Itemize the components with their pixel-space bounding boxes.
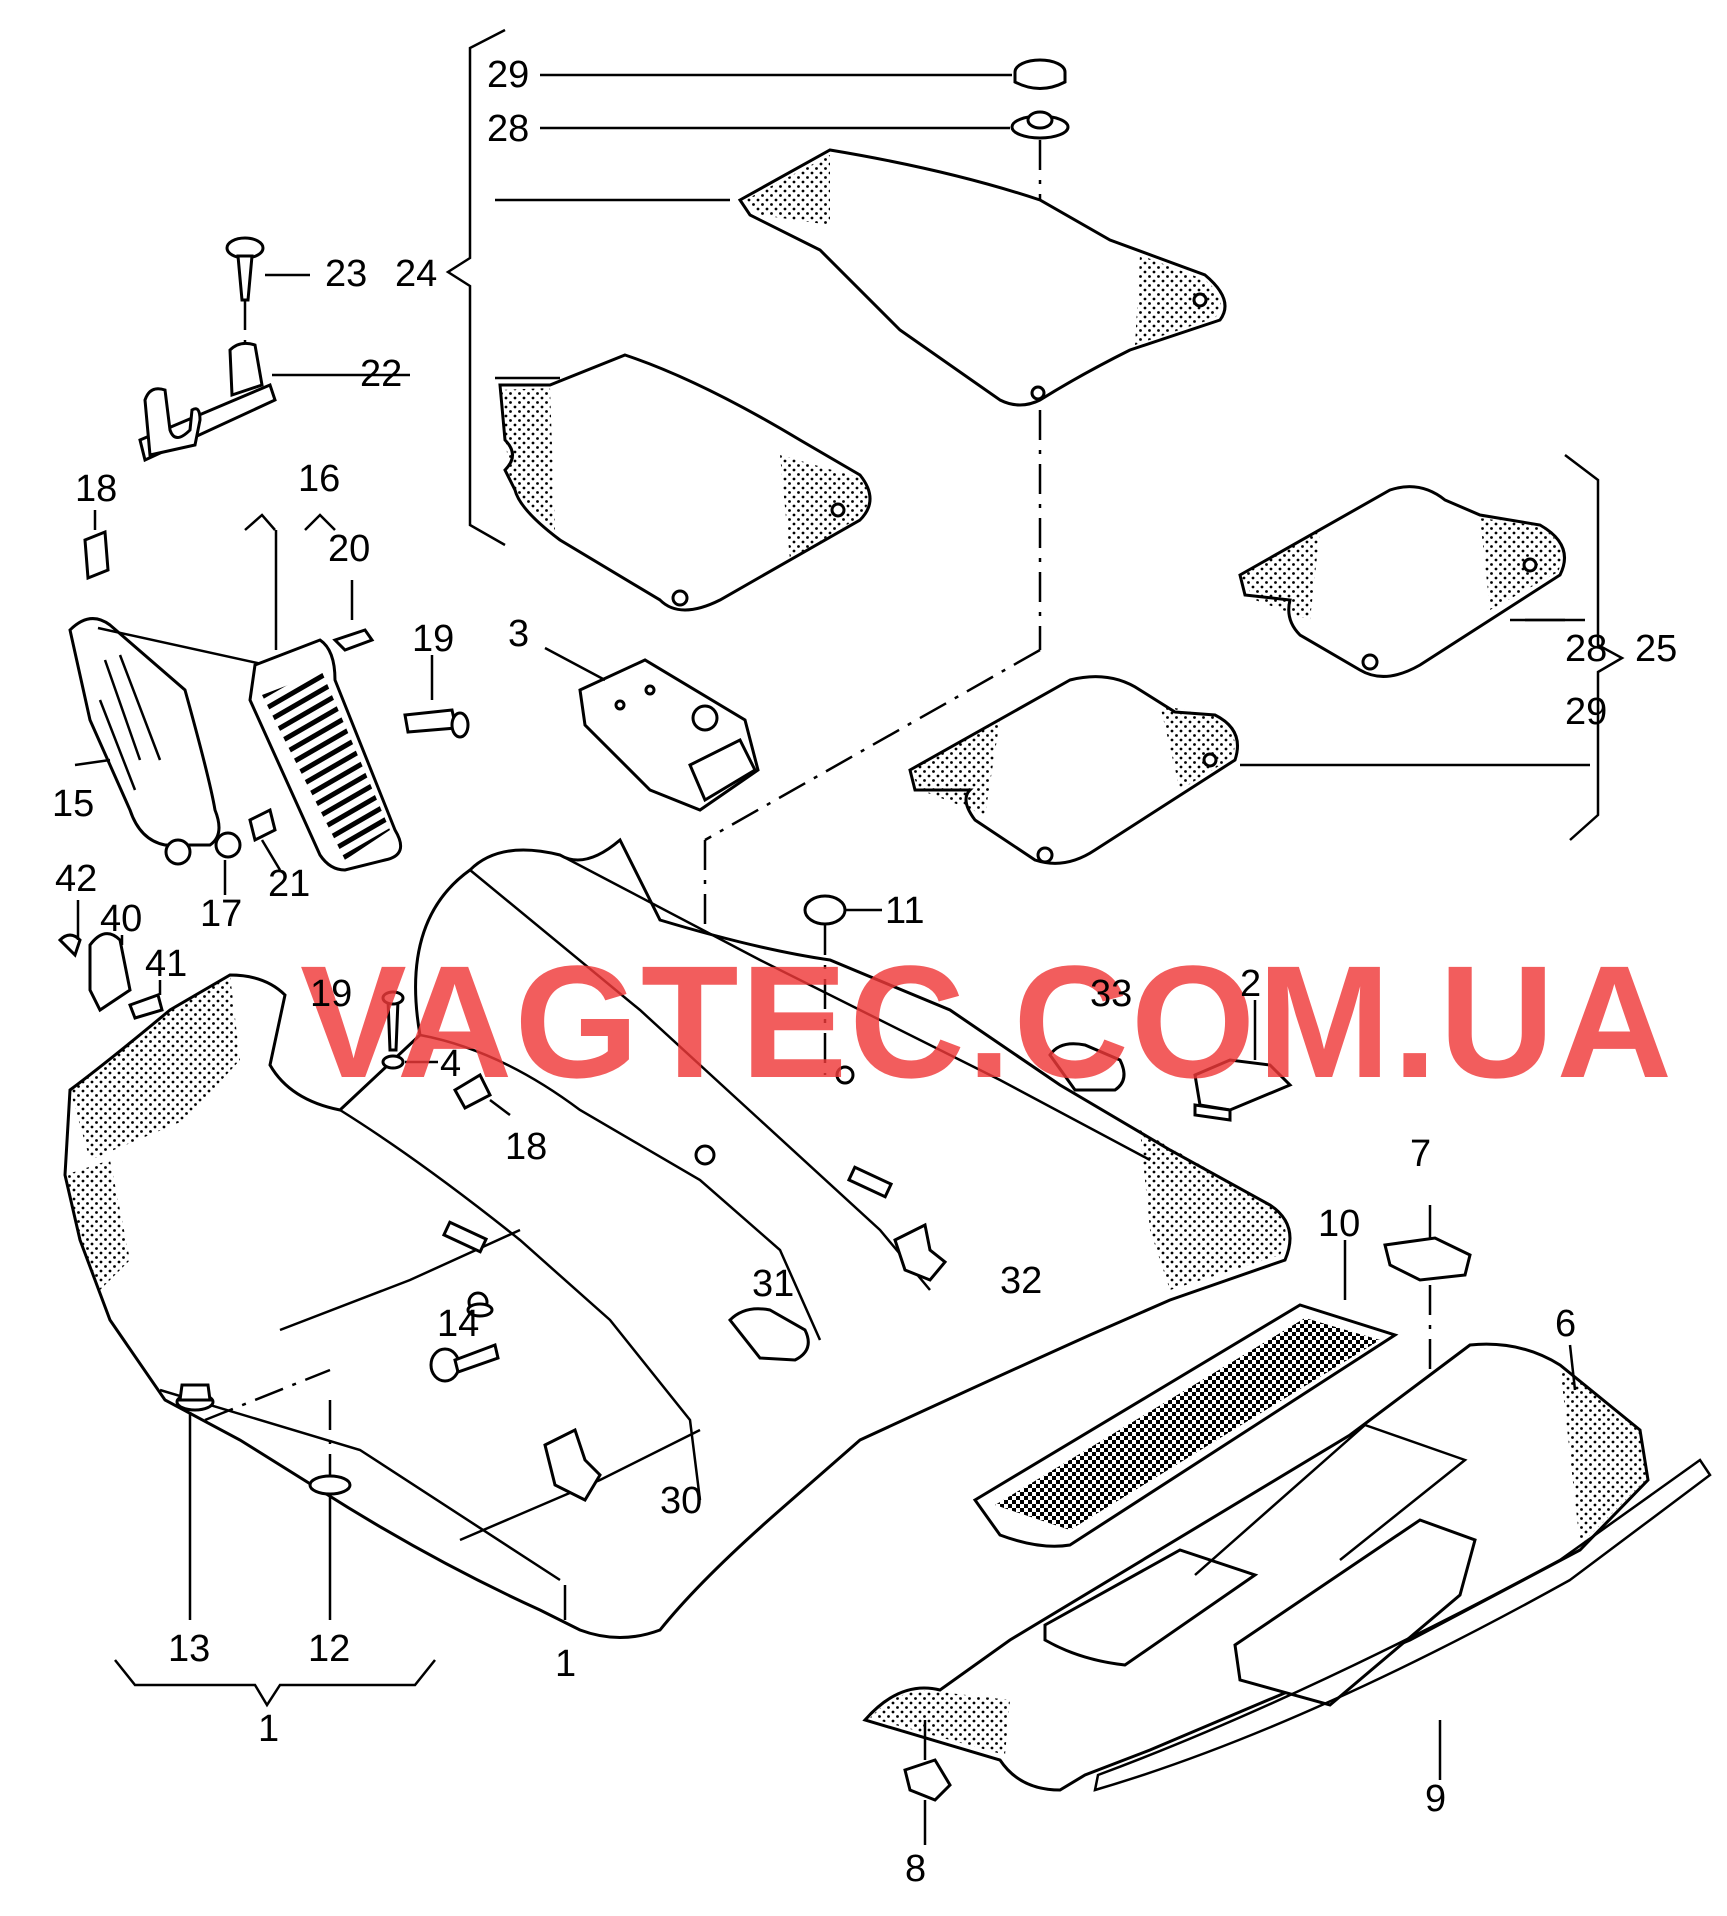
grommet-29: [540, 58, 1067, 90]
callout-20: 20: [328, 528, 371, 570]
clip-40-41-42: [57, 900, 164, 1020]
front-mat-left: [495, 353, 872, 612]
callout-22: 22: [360, 353, 403, 395]
screw-23: [225, 236, 310, 345]
callout-17: 17: [200, 893, 243, 935]
callout-19-upper: 19: [412, 618, 455, 660]
callout-7: 7: [1410, 1133, 1432, 1175]
callout-25: 25: [1635, 628, 1678, 670]
callout-18-lower: 18: [505, 1126, 548, 1168]
parcel-shelf-6: [862, 1342, 1712, 1792]
floor-carpet-1: [63, 837, 1292, 1639]
callout-29-right: 29: [1565, 691, 1608, 733]
bracket-2: [1193, 1000, 1293, 1122]
callout-30: 30: [660, 1480, 703, 1522]
pedal-cover-15: [68, 617, 221, 866]
clip-13: [175, 1368, 331, 1620]
callout-21: 21: [268, 863, 311, 905]
pad-31: [727, 1307, 810, 1362]
pad-30: [543, 1427, 602, 1502]
callout-33: 33: [1090, 973, 1133, 1015]
callout-29-top: 29: [487, 54, 530, 96]
fastener-14: [429, 1302, 500, 1383]
rear-mat-upper: [1238, 485, 1585, 678]
screw-19-upper: [403, 655, 470, 739]
callout-11: 11: [885, 890, 925, 932]
callout-12: 12: [308, 1628, 351, 1670]
callout-3: 3: [508, 613, 530, 655]
bracket-3: [544, 646, 760, 812]
callout-19-lower: 19: [310, 973, 353, 1015]
footrest-16: [244, 513, 403, 872]
clip-17-21: [214, 807, 282, 895]
callout-2: 2: [1240, 963, 1262, 1005]
callout-15: 15: [52, 783, 95, 825]
callout-32: 32: [1000, 1260, 1043, 1302]
callout-16: 16: [298, 458, 341, 500]
callout-40: 40: [100, 898, 143, 940]
callout-42: 42: [55, 858, 98, 900]
cover-7: [1383, 1205, 1472, 1410]
callout-14: 14: [437, 1303, 480, 1345]
callout-41: 41: [145, 943, 188, 985]
clip-18-upper: [83, 510, 110, 581]
insulation-10: [972, 1240, 1399, 1548]
callout-24: 24: [395, 253, 438, 295]
callout-28-right: 28: [1565, 628, 1608, 670]
bracket-1-bottom: [114, 1659, 436, 1708]
plug-11: [803, 894, 882, 1075]
front-mat-right: [495, 148, 1227, 407]
pad-32: [893, 1222, 948, 1282]
clip-18-lower: [452, 1072, 511, 1116]
screw-19-lower: [381, 990, 438, 1070]
hose-holder-22: [138, 341, 410, 463]
pad-33: [1048, 1042, 1126, 1092]
callout-13: 13: [168, 1628, 211, 1670]
grommet-28: [540, 110, 1070, 140]
bracket-25: [1564, 454, 1625, 841]
clip-12: [308, 1400, 352, 1620]
clip-8: [903, 1720, 952, 1845]
callout-18-upper: 18: [75, 468, 118, 510]
rear-mat-lower: [908, 675, 1590, 865]
callout-8: 8: [905, 1848, 927, 1890]
bracket-24: [445, 28, 506, 547]
callout-23: 23: [325, 253, 368, 295]
callout-28-top: 28: [487, 108, 530, 150]
callout-9: 9: [1425, 1778, 1447, 1820]
callout-10: 10: [1318, 1203, 1361, 1245]
callout-1-floor: 1: [555, 1643, 577, 1685]
watermark: VAGTEC.COM.UA: [300, 932, 1675, 1111]
callout-31: 31: [752, 1263, 795, 1305]
callout-1-bottom: 1: [258, 1708, 280, 1750]
callout-4: 4: [440, 1043, 462, 1085]
callout-6: 6: [1555, 1303, 1577, 1345]
